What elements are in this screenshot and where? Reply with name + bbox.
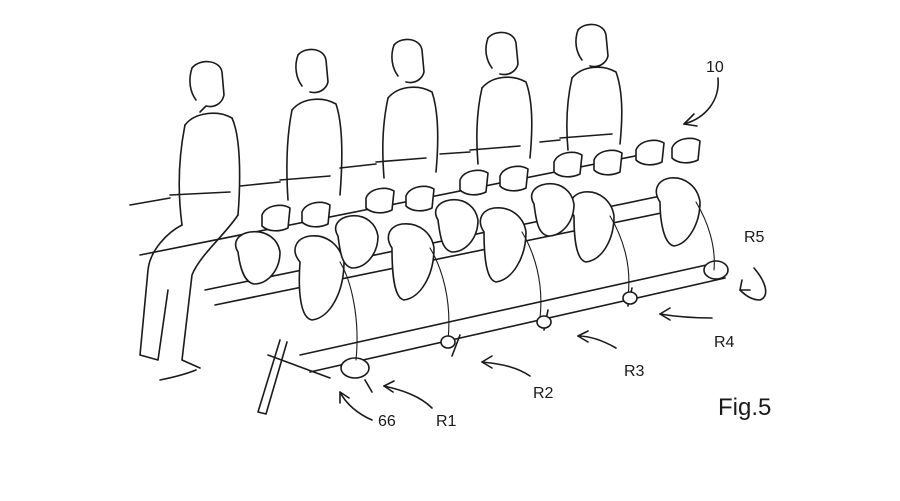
passenger-3: [339, 38, 439, 179]
passenger-2: [239, 48, 343, 201]
figure-caption: Fig.5: [718, 394, 771, 421]
label-row-3: R3: [624, 363, 645, 380]
label-row-4: R4: [714, 334, 735, 351]
saddle-seats-back: [234, 182, 575, 285]
label-base: 66: [378, 413, 396, 430]
seat-backrests: [261, 137, 701, 232]
leader-arrows: [339, 77, 767, 421]
reference-labels: 10 R5 R4 R3 R2 R1 66 Fig.5: [378, 59, 771, 430]
label-assembly: 10: [706, 59, 724, 76]
label-row-5: R5: [744, 229, 765, 246]
passenger-5: [539, 23, 623, 151]
saddle-seats-front: [294, 177, 701, 321]
label-row-1: R1: [436, 413, 457, 430]
hinge-brackets: [339, 201, 715, 361]
passengers: [129, 23, 623, 381]
passenger-4: [439, 31, 533, 165]
passenger-1: [129, 60, 241, 381]
label-row-2: R2: [533, 385, 554, 402]
